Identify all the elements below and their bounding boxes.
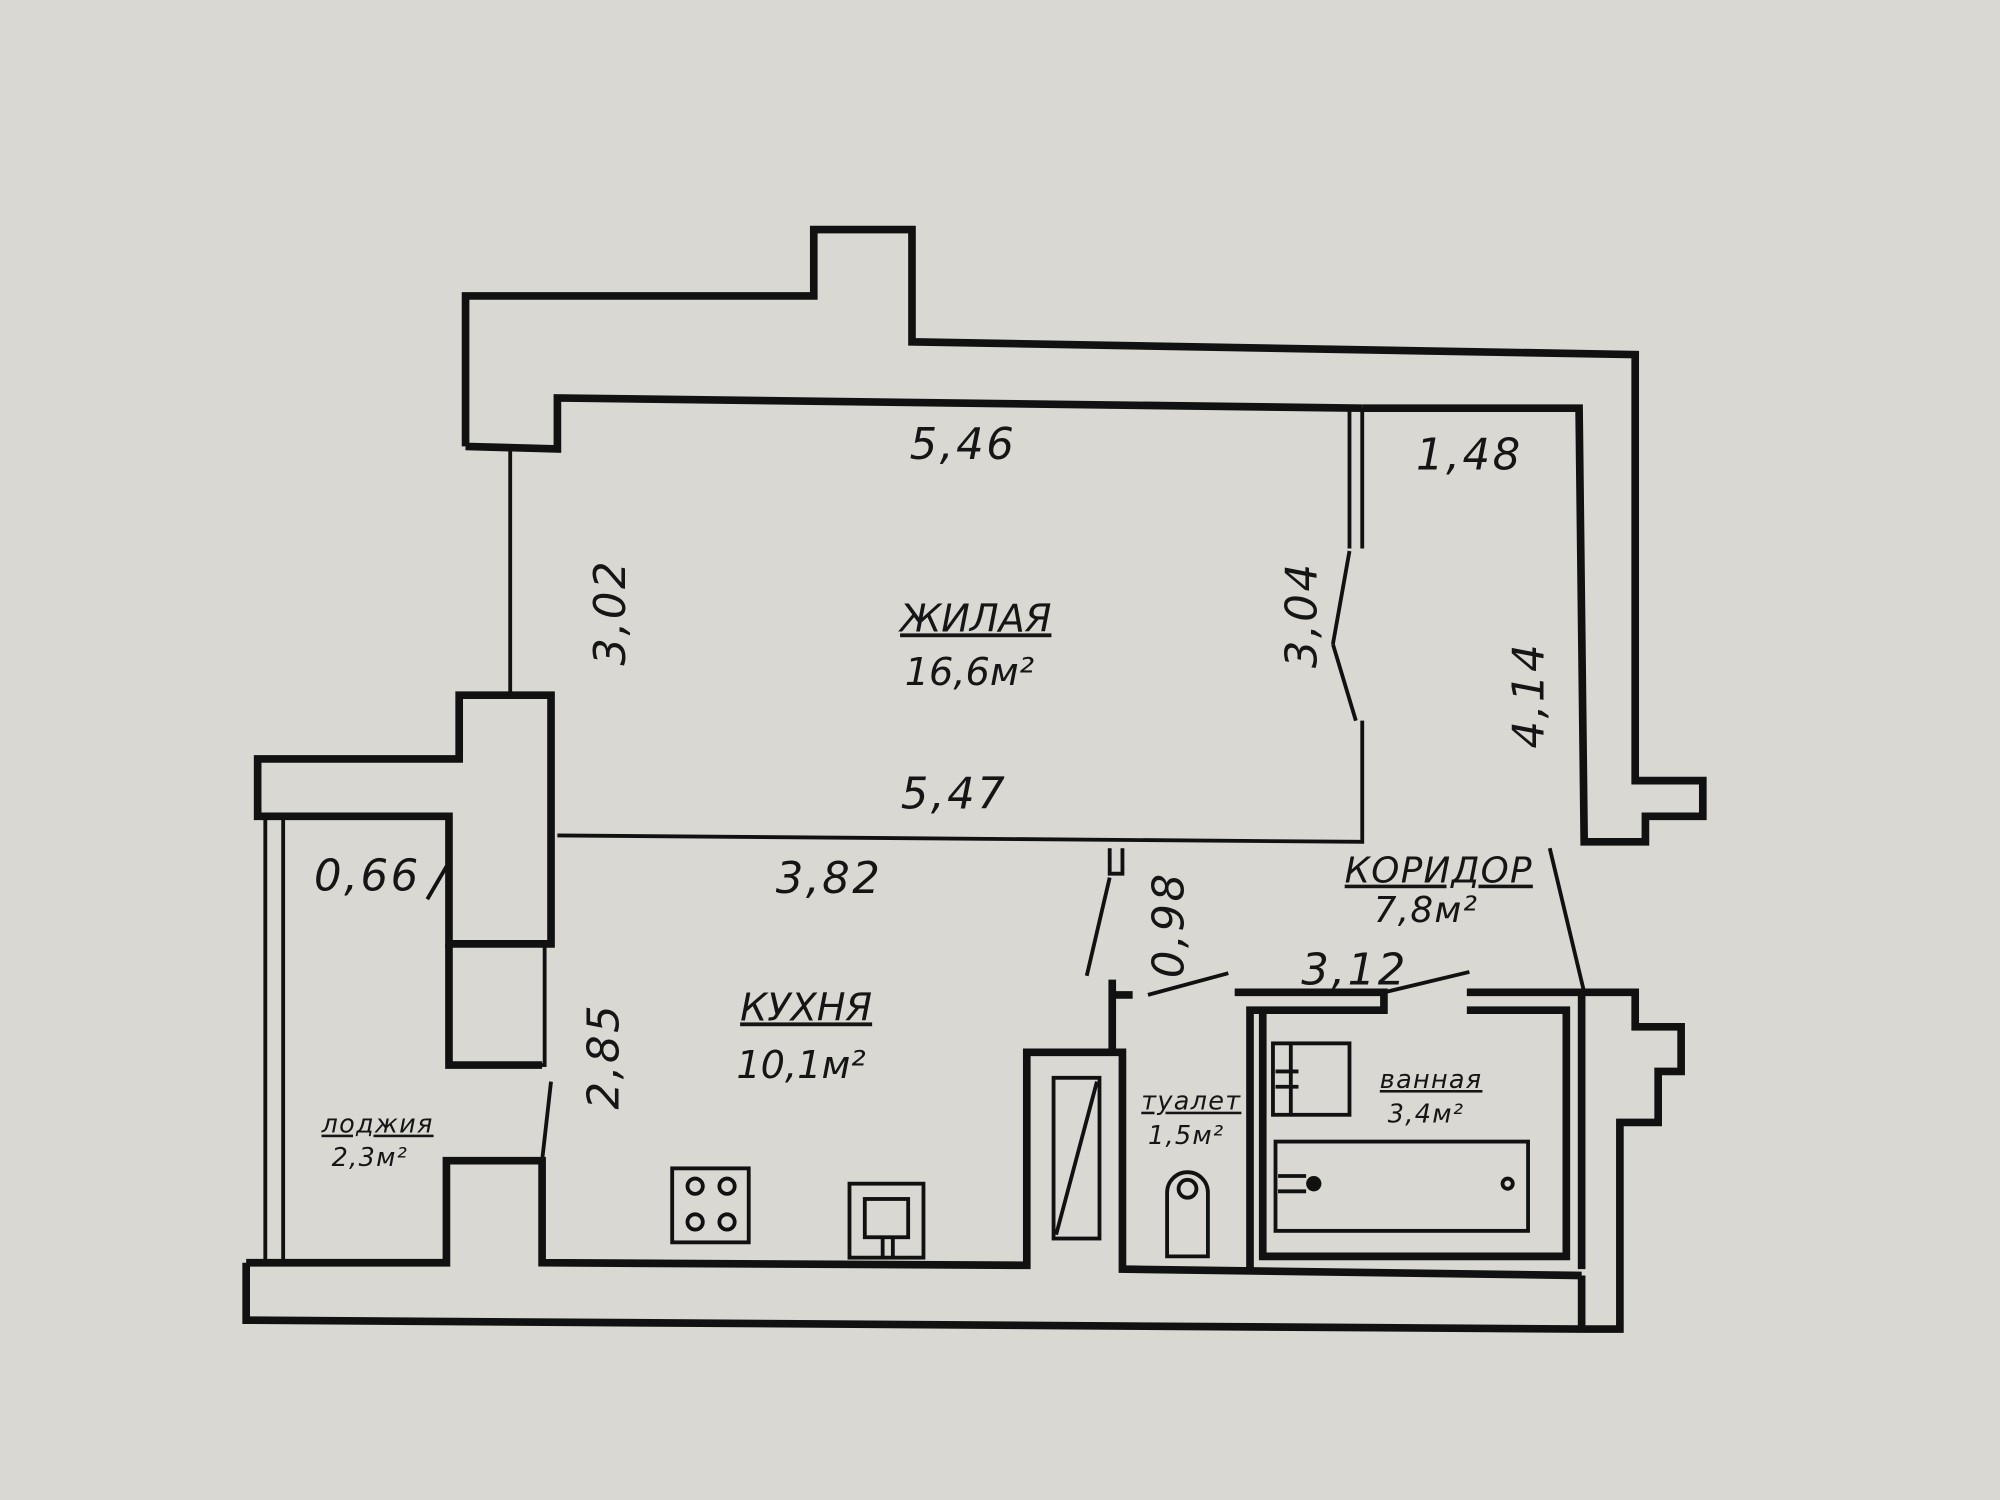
washbasin-icon xyxy=(1271,1041,1352,1117)
toilet-name: туалет xyxy=(1141,1087,1241,1117)
fixtures xyxy=(447,941,1530,1260)
dim-passage: 0,98 xyxy=(1145,871,1195,978)
dimension-labels: 5,46 5,47 1,48 3,82 0,66 3,12 3,02 3,04 … xyxy=(314,420,1554,1109)
dim-living-right: 3,04 xyxy=(1277,561,1327,668)
living-room-name: ЖИЛАЯ xyxy=(898,596,1051,641)
dim-corridor-side: 4,14 xyxy=(1504,642,1554,749)
room-labels: ЖИЛАЯ 16,6м² КУХНЯ 10,1м² КОРИДОР 7,8м² … xyxy=(321,596,1533,1173)
living-room-area: 16,6м² xyxy=(905,650,1034,695)
corridor-name: КОРИДОР xyxy=(1345,851,1533,892)
bathtub-icon xyxy=(1273,1139,1530,1233)
dim-corridor-top: 1,48 xyxy=(1416,430,1523,480)
corridor-area: 7,8м² xyxy=(1374,890,1478,931)
dim-living-left: 3,02 xyxy=(586,559,636,666)
toilet-area: 1,5м² xyxy=(1148,1121,1224,1151)
dim-loggia-width: 0,66 xyxy=(314,851,421,901)
dim-living-top: 5,46 xyxy=(910,420,1017,470)
stove-icon xyxy=(670,1166,751,1245)
sink-icon xyxy=(847,1181,926,1260)
dim-kitchen-top: 3,82 xyxy=(776,854,883,904)
loggia-area: 2,3м² xyxy=(332,1143,408,1173)
bathroom-name: ванная xyxy=(1380,1065,1483,1095)
loggia-name: лоджия xyxy=(321,1110,434,1140)
dim-bath-width: 3,12 xyxy=(1301,946,1408,996)
inner-walls xyxy=(263,408,1586,1270)
kitchen-name: КУХНЯ xyxy=(740,985,872,1030)
bathroom-area: 3,4м² xyxy=(1388,1099,1464,1129)
dim-kitchen-side: 2,85 xyxy=(580,1003,630,1110)
door-swings xyxy=(425,550,1587,1161)
toilet-icon xyxy=(1165,1170,1210,1259)
kitchen-area: 10,1м² xyxy=(736,1043,865,1088)
dim-living-bottom: 5,47 xyxy=(901,770,1008,820)
wardrobe-icon xyxy=(447,941,547,1067)
